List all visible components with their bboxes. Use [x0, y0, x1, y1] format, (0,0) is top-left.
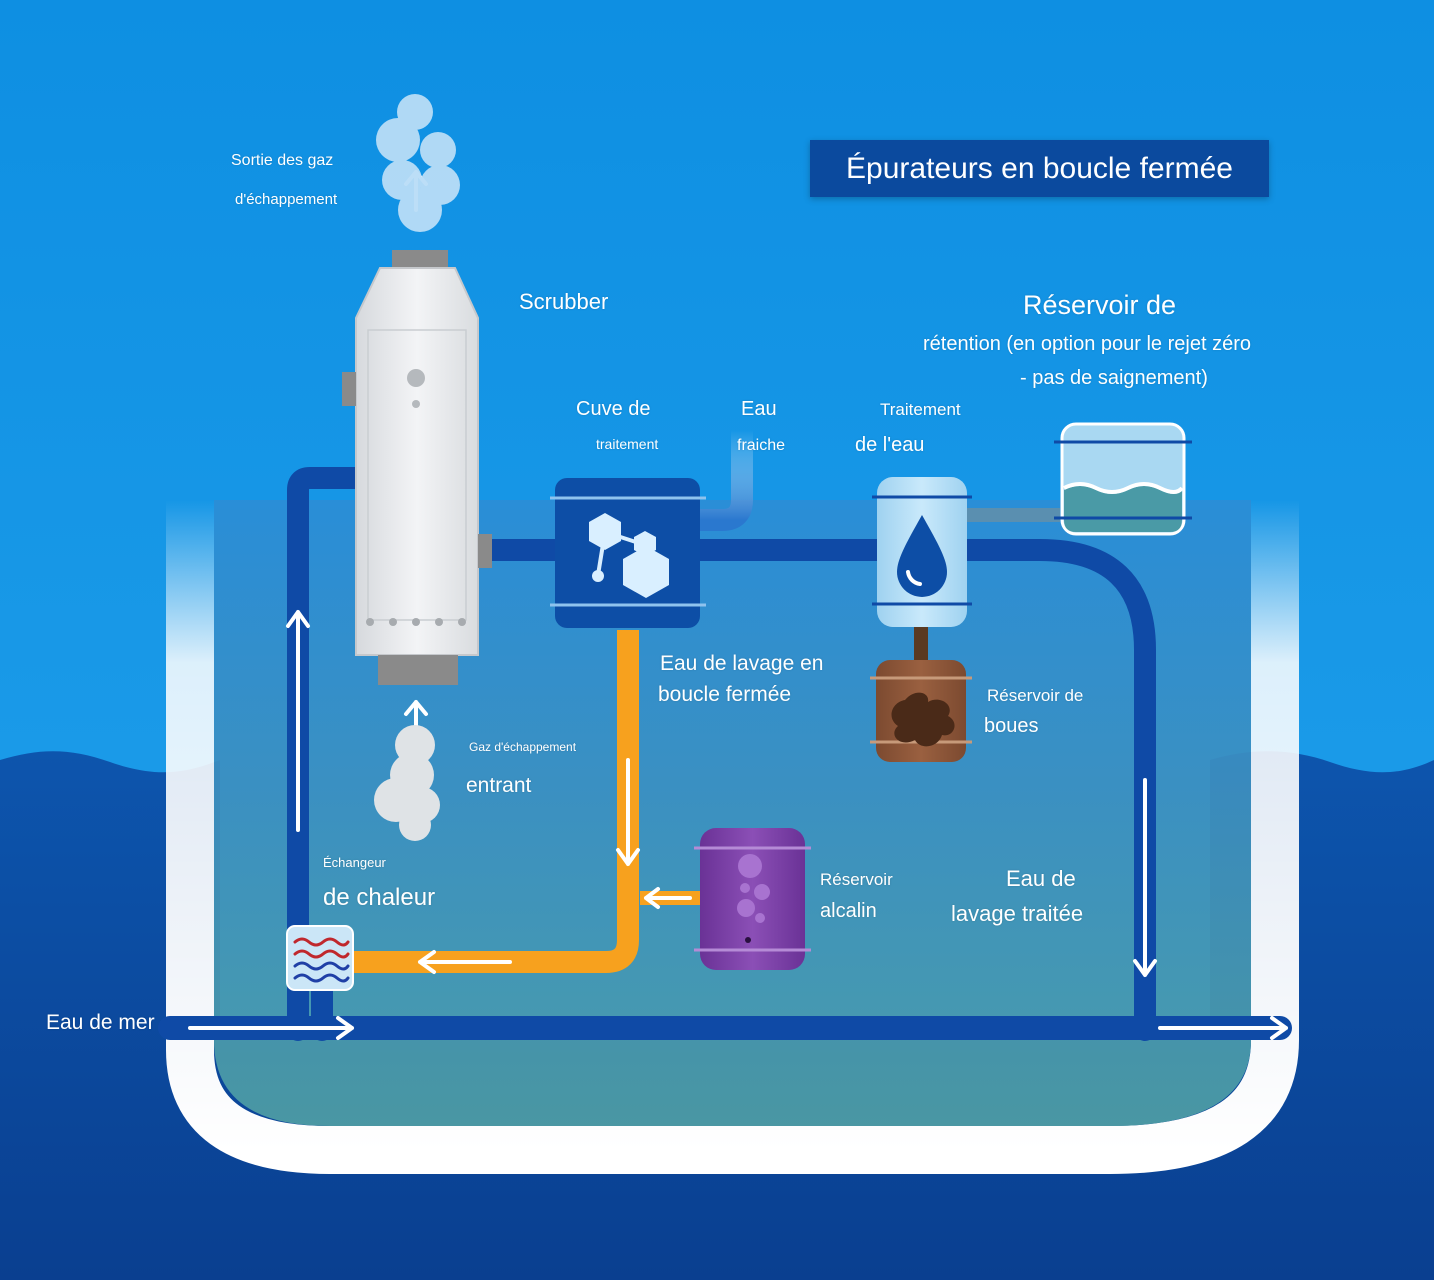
scrubber-unit	[342, 250, 492, 685]
label-holding-tank: Réservoir de	[1023, 290, 1177, 320]
heat-waves-icon	[293, 937, 350, 983]
label-sludge-tank: Réservoir de	[987, 686, 1084, 705]
label-treated-water: lavage traitée	[951, 901, 1084, 926]
arrow-up-left-pipe	[286, 610, 310, 832]
label-sludge-tank: boues	[984, 715, 1039, 737]
label-treatment-tank: traitement	[596, 436, 659, 452]
flow-arrows	[188, 170, 1288, 1040]
label-holding-tank: rétention (en option pour le rejet zéro	[923, 333, 1251, 355]
label-fresh-water: fraiche	[737, 437, 786, 454]
arrow-left-alkali	[644, 887, 692, 909]
orange-pipe	[352, 630, 639, 973]
label-heat-exchanger: de chaleur	[323, 884, 436, 911]
blue-pipe-network	[158, 467, 1292, 1041]
smoke-icon	[374, 725, 440, 841]
label-alkali-tank: Réservoir	[820, 870, 893, 889]
label-treatment-tank: Cuve de	[576, 398, 651, 420]
sludge-blob-icon	[891, 692, 955, 747]
label-closed-loop-water: boucle fermée	[658, 683, 792, 706]
label-exhaust-in: Gaz d'échappement	[469, 740, 577, 754]
label-exhaust-in: entrant	[466, 774, 532, 797]
fresh-water-pipe	[695, 430, 753, 531]
molecule-icon	[589, 513, 669, 598]
arrow-down-right-pipe	[1133, 778, 1157, 977]
label-exhaust-out: Sortie des gaz	[231, 152, 334, 169]
label-fresh-water: Eau	[741, 398, 777, 420]
holding-tank	[1054, 422, 1192, 536]
label-sea-water: Eau de mer	[46, 1011, 155, 1034]
label-scrubber: Scrubber	[519, 289, 609, 314]
arrow-right-sea-out	[1158, 1016, 1288, 1040]
alkali-tank	[694, 828, 811, 970]
label-water-treatment: Traitement	[880, 400, 961, 419]
label-holding-tank: - pas de saignement)	[1020, 367, 1208, 389]
arrow-right-sea-in	[188, 1016, 354, 1040]
smoke-icon	[376, 94, 460, 232]
label-closed-loop-water: Eau de lavage en	[660, 652, 824, 675]
treatment-tank	[550, 478, 706, 628]
heat-exchanger	[286, 925, 354, 991]
diagram-title: Épurateurs en boucle fermée	[810, 140, 1269, 197]
label-exhaust-out: d'échappement	[235, 191, 338, 208]
water-treatment-unit	[872, 477, 972, 627]
bubbles-icon	[737, 854, 770, 943]
arrow-left-orange	[418, 950, 512, 974]
ship-hull	[166, 500, 1299, 1174]
label-alkali-tank: alcalin	[820, 900, 877, 922]
arrow-down-orange	[616, 758, 640, 866]
label-heat-exchanger: Échangeur	[323, 855, 386, 870]
sludge-tank	[870, 660, 972, 762]
sludge-connector	[914, 627, 928, 661]
label-water-treatment: de l'eau	[855, 434, 925, 456]
label-treated-water: Eau de	[1006, 866, 1076, 891]
